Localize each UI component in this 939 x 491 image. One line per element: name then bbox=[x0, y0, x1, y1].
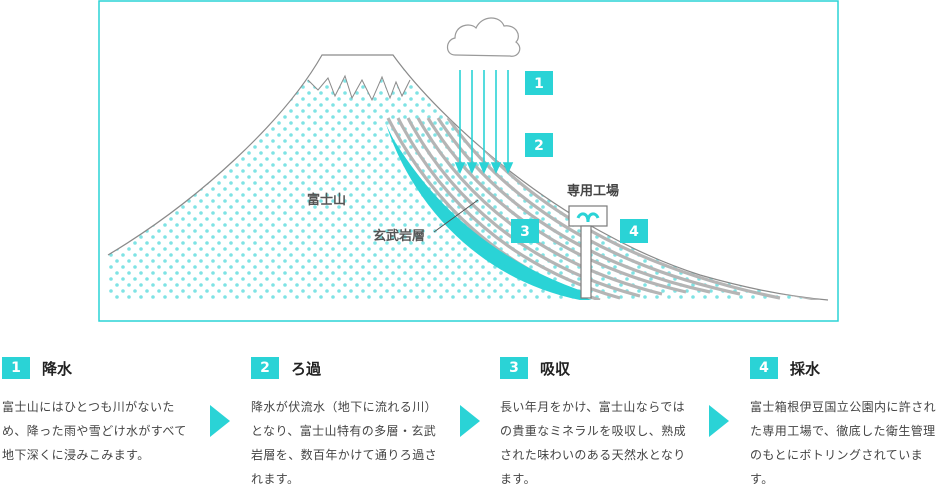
step-3-badge: 3 bbox=[500, 357, 528, 379]
step-3-desc: 長い年月をかけ、富士山ならではの貴重なミネラルを吸収し、熟成された味わいのある天… bbox=[500, 400, 687, 486]
step-1-badge: 1 bbox=[2, 357, 30, 379]
step-4-badge: 4 bbox=[750, 357, 778, 379]
step-2-title: ろ過 bbox=[291, 359, 322, 378]
cloud-icon bbox=[446, 17, 521, 57]
badge-2: 2 bbox=[525, 133, 553, 157]
svg-text:3: 3 bbox=[520, 224, 530, 240]
snow-line bbox=[307, 74, 411, 102]
badge-4: 4 bbox=[620, 219, 648, 243]
rock-leader-line bbox=[433, 199, 479, 233]
step-4-title: 採水 bbox=[790, 359, 821, 378]
step-4: 4 採水 富士箱根伊豆国立公園内に許された専用工場で、徹底した衛生管理のもとにボ… bbox=[750, 357, 939, 491]
step-arrow-1 bbox=[210, 405, 230, 437]
step-1-desc: 富士山にはひとつも川がないため、降った雨や雪どけ水がすべて地下深くに浸みこみます… bbox=[2, 400, 187, 462]
step-4-desc: 富士箱根伊豆国立公園内に許された専用工場で、徹底した衛生管理のもとにボトリングさ… bbox=[750, 400, 937, 486]
step-1: 1 降水 富士山にはひとつも川がないため、降った雨や雪どけ水がすべて地下深くに浸… bbox=[2, 357, 192, 467]
svg-text:2: 2 bbox=[534, 138, 544, 154]
rain-arrows bbox=[454, 70, 514, 174]
step-arrow-2 bbox=[460, 405, 480, 437]
badge-1: 1 bbox=[525, 71, 553, 95]
step-2-desc: 降水が伏流水（地下に流れる川）となり、富士山特有の多層・玄武岩層を、数百年かけて… bbox=[251, 400, 438, 486]
svg-text:4: 4 bbox=[629, 224, 639, 240]
svg-text:1: 1 bbox=[534, 76, 544, 92]
step-2-badge: 2 bbox=[251, 357, 279, 379]
mountain-label: 富士山 bbox=[307, 192, 346, 208]
badge-3: 3 bbox=[511, 219, 539, 243]
step-3: 3 吸収 長い年月をかけ、富士山ならではの貴重なミネラルを吸収し、熟成された味わ… bbox=[500, 357, 690, 491]
step-arrow-3 bbox=[709, 405, 729, 437]
fuji-water-diagram: 富士山 玄武岩層 専用工場 1 2 3 4 bbox=[98, 0, 839, 322]
step-2: 2 ろ過 降水が伏流水（地下に流れる川）となり、富士山特有の多層・玄武岩層を、数… bbox=[251, 357, 441, 491]
factory-label: 専用工場 bbox=[567, 183, 619, 199]
diagram-frame bbox=[98, 0, 839, 322]
factory-icon bbox=[568, 205, 608, 299]
step-3-title: 吸収 bbox=[540, 359, 571, 378]
snow-cap bbox=[308, 55, 410, 100]
rock-label: 玄武岩層 bbox=[373, 228, 425, 244]
step-1-title: 降水 bbox=[42, 359, 73, 378]
mountain-body bbox=[108, 55, 828, 300]
